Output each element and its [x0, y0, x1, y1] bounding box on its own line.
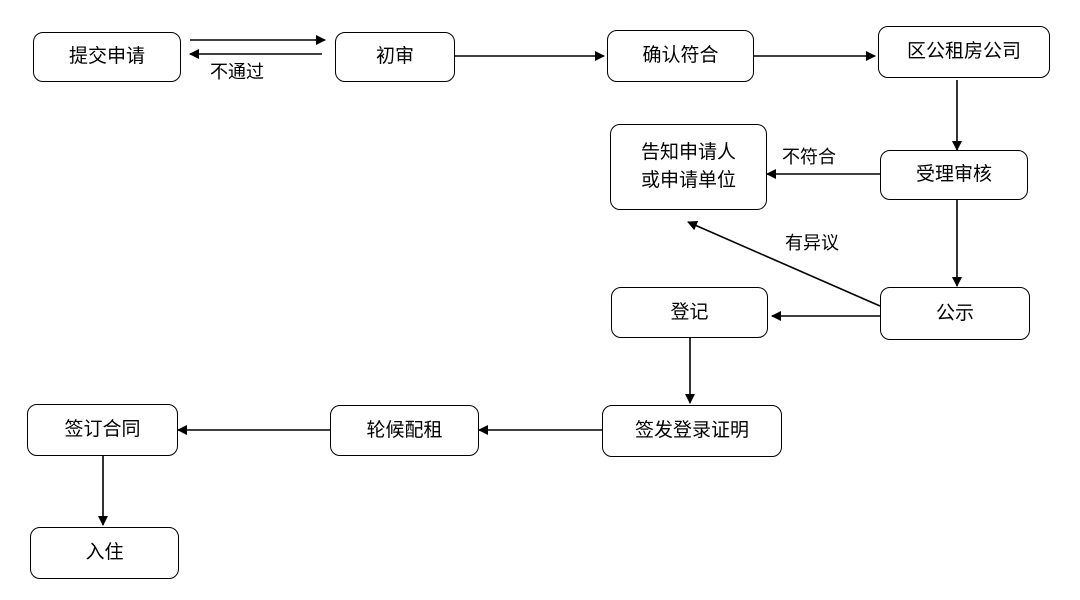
node-sign-contract: 签订合同	[27, 404, 178, 456]
node-issue-proof-label: 签发登录证明	[634, 419, 749, 442]
node-submit-label: 提交申请	[68, 45, 145, 68]
node-register-label: 登记	[670, 300, 709, 323]
arrow-publicize-to-notify	[687, 221, 881, 307]
node-notify-label-line1: 告知申请人	[640, 141, 736, 164]
node-notify-label-line2: 或申请单位	[640, 169, 736, 191]
edge-label-not-pass: 不通过	[210, 62, 264, 83]
node-first-review-label: 初审	[375, 45, 414, 68]
node-register: 登记	[611, 287, 768, 338]
edge-label-not-match: 不符合	[782, 147, 836, 168]
node-confirm-label: 确认符合	[642, 44, 719, 67]
node-notify: 告知申请人 或申请单位	[610, 124, 767, 210]
node-accept-review: 受理审核	[880, 150, 1028, 200]
edge-label-objection: 有异议	[785, 233, 839, 254]
node-submit: 提交申请	[33, 32, 181, 82]
node-district-company-label: 区公租房公司	[906, 40, 1021, 63]
node-publicize-label: 公示	[935, 301, 974, 324]
node-publicize: 公示	[880, 287, 1030, 340]
node-issue-proof: 签发登录证明	[602, 405, 782, 457]
node-confirm: 确认符合	[607, 30, 754, 82]
node-sign-contract-label: 签订合同	[64, 418, 141, 441]
node-move-in-label: 入住	[85, 541, 124, 564]
node-queue-allocate-label: 轮候配租	[366, 418, 443, 441]
node-district-company: 区公租房公司	[878, 26, 1050, 78]
node-move-in: 入住	[30, 527, 179, 579]
node-accept-review-label: 受理审核	[915, 163, 992, 186]
node-queue-allocate: 轮候配租	[330, 405, 479, 456]
node-first-review: 初审	[335, 32, 455, 82]
